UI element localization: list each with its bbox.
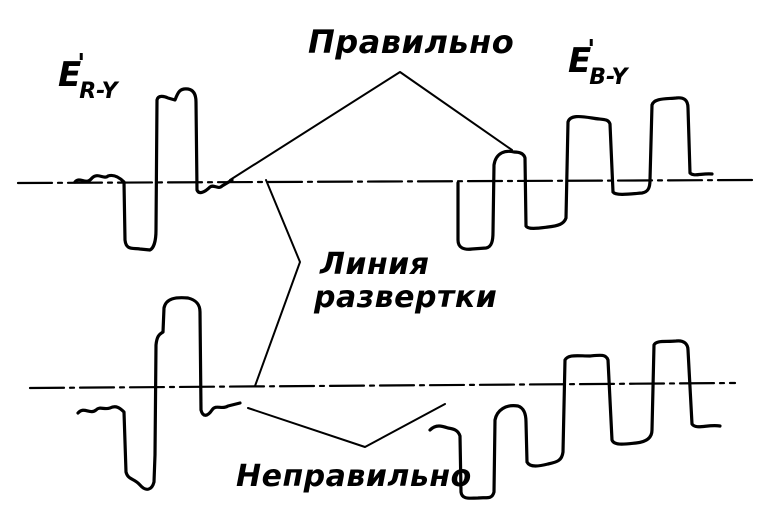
label-scan-line-1: Линия bbox=[320, 247, 430, 282]
scan-line-pointer-lines bbox=[254, 179, 301, 387]
waveform-r-y-correct bbox=[73, 87, 234, 252]
signal-label-b-y: E'B-Y bbox=[568, 35, 628, 90]
waveform-r-y-incorrect bbox=[76, 296, 242, 491]
correct-pointer-lines bbox=[229, 71, 513, 181]
waveform-b-y-correct bbox=[456, 96, 714, 251]
label-correct: Правильно bbox=[308, 23, 515, 61]
waveform-b-y-incorrect bbox=[428, 339, 722, 500]
bottom-baseline bbox=[28, 381, 737, 390]
signal-label-r-y: E'R-Y bbox=[58, 49, 118, 104]
label-incorrect: Неправильно bbox=[236, 459, 472, 494]
incorrect-pointer-lines bbox=[247, 403, 446, 448]
label-scan-line-2: развертки bbox=[314, 280, 498, 315]
top-baseline bbox=[16, 178, 754, 185]
